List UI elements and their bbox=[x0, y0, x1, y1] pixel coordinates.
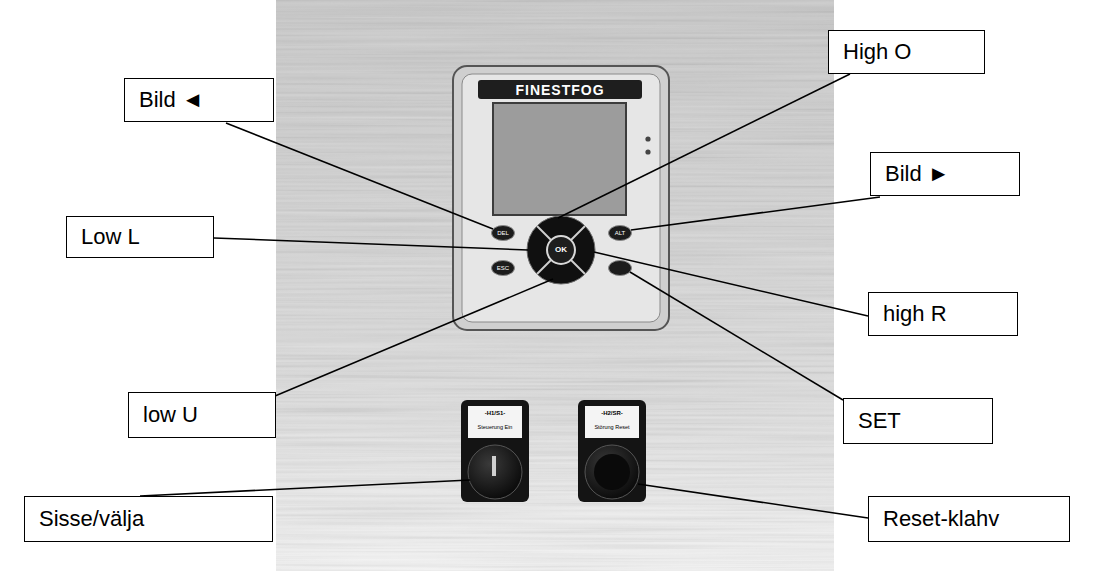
set-key bbox=[609, 261, 632, 276]
leader-line bbox=[275, 279, 553, 396]
brand-logo: FINESTFOG bbox=[515, 82, 604, 97]
selector-knob bbox=[468, 445, 522, 499]
switch-caption: Störung Reset bbox=[589, 425, 635, 431]
callout-box: Bild ► bbox=[870, 152, 1020, 196]
callout-box: high R bbox=[868, 292, 1018, 336]
key-label: ESC bbox=[497, 265, 509, 271]
leader-line bbox=[631, 197, 880, 230]
logo-band bbox=[478, 80, 642, 99]
callout-label: low U bbox=[143, 402, 198, 428]
direction-pad bbox=[527, 216, 595, 284]
switch-code: -H1/S1- bbox=[485, 410, 506, 416]
callout-label: Sisse/välja bbox=[39, 506, 144, 532]
pad-divider bbox=[537, 226, 585, 274]
key-label: DEL bbox=[497, 230, 509, 236]
switch-label-plate bbox=[468, 406, 522, 438]
switch-caption: Steuerung Ein bbox=[472, 425, 518, 431]
callout-label: SET bbox=[858, 408, 901, 434]
callout-box: Sisse/välja bbox=[24, 496, 273, 542]
controller-housing bbox=[453, 66, 669, 330]
callout-label: Bild ◄ bbox=[139, 87, 204, 113]
switch-code: -H2/SR- bbox=[601, 410, 623, 416]
leader-line bbox=[226, 123, 493, 229]
switch-bezel bbox=[461, 400, 529, 502]
leader-line bbox=[630, 272, 843, 400]
status-led bbox=[645, 149, 650, 154]
callout-box: Low L bbox=[66, 216, 214, 258]
alt-key bbox=[609, 226, 632, 241]
callout-label: Low L bbox=[81, 224, 140, 250]
callout-label: high R bbox=[883, 301, 947, 327]
callout-box: High O bbox=[828, 30, 985, 74]
button-bezel bbox=[578, 400, 646, 502]
del-key bbox=[492, 226, 515, 241]
pad-divider bbox=[537, 226, 585, 274]
controller-face bbox=[462, 74, 660, 322]
leader-line bbox=[140, 480, 470, 496]
callout-box: Reset-klahv bbox=[868, 496, 1070, 542]
callout-box: low U bbox=[128, 392, 276, 438]
callout-box: SET bbox=[843, 398, 993, 444]
reset-button-face bbox=[594, 454, 630, 490]
esc-key bbox=[492, 261, 515, 276]
callout-box: Bild ◄ bbox=[124, 78, 274, 122]
button-label-plate bbox=[585, 406, 639, 438]
leader-line bbox=[594, 252, 868, 316]
callout-label: High O bbox=[843, 39, 911, 65]
status-led bbox=[645, 136, 650, 141]
callout-label: Bild ► bbox=[885, 161, 950, 187]
leader-line bbox=[214, 238, 528, 250]
callout-label: Reset-klahv bbox=[883, 506, 999, 532]
key-label: OK bbox=[555, 246, 567, 254]
lcd-screen bbox=[493, 103, 626, 215]
key-label: ALT bbox=[615, 230, 626, 236]
reset-button bbox=[585, 445, 639, 499]
knob-mark bbox=[492, 456, 496, 476]
ok-key bbox=[547, 236, 575, 264]
leader-line bbox=[638, 484, 868, 518]
